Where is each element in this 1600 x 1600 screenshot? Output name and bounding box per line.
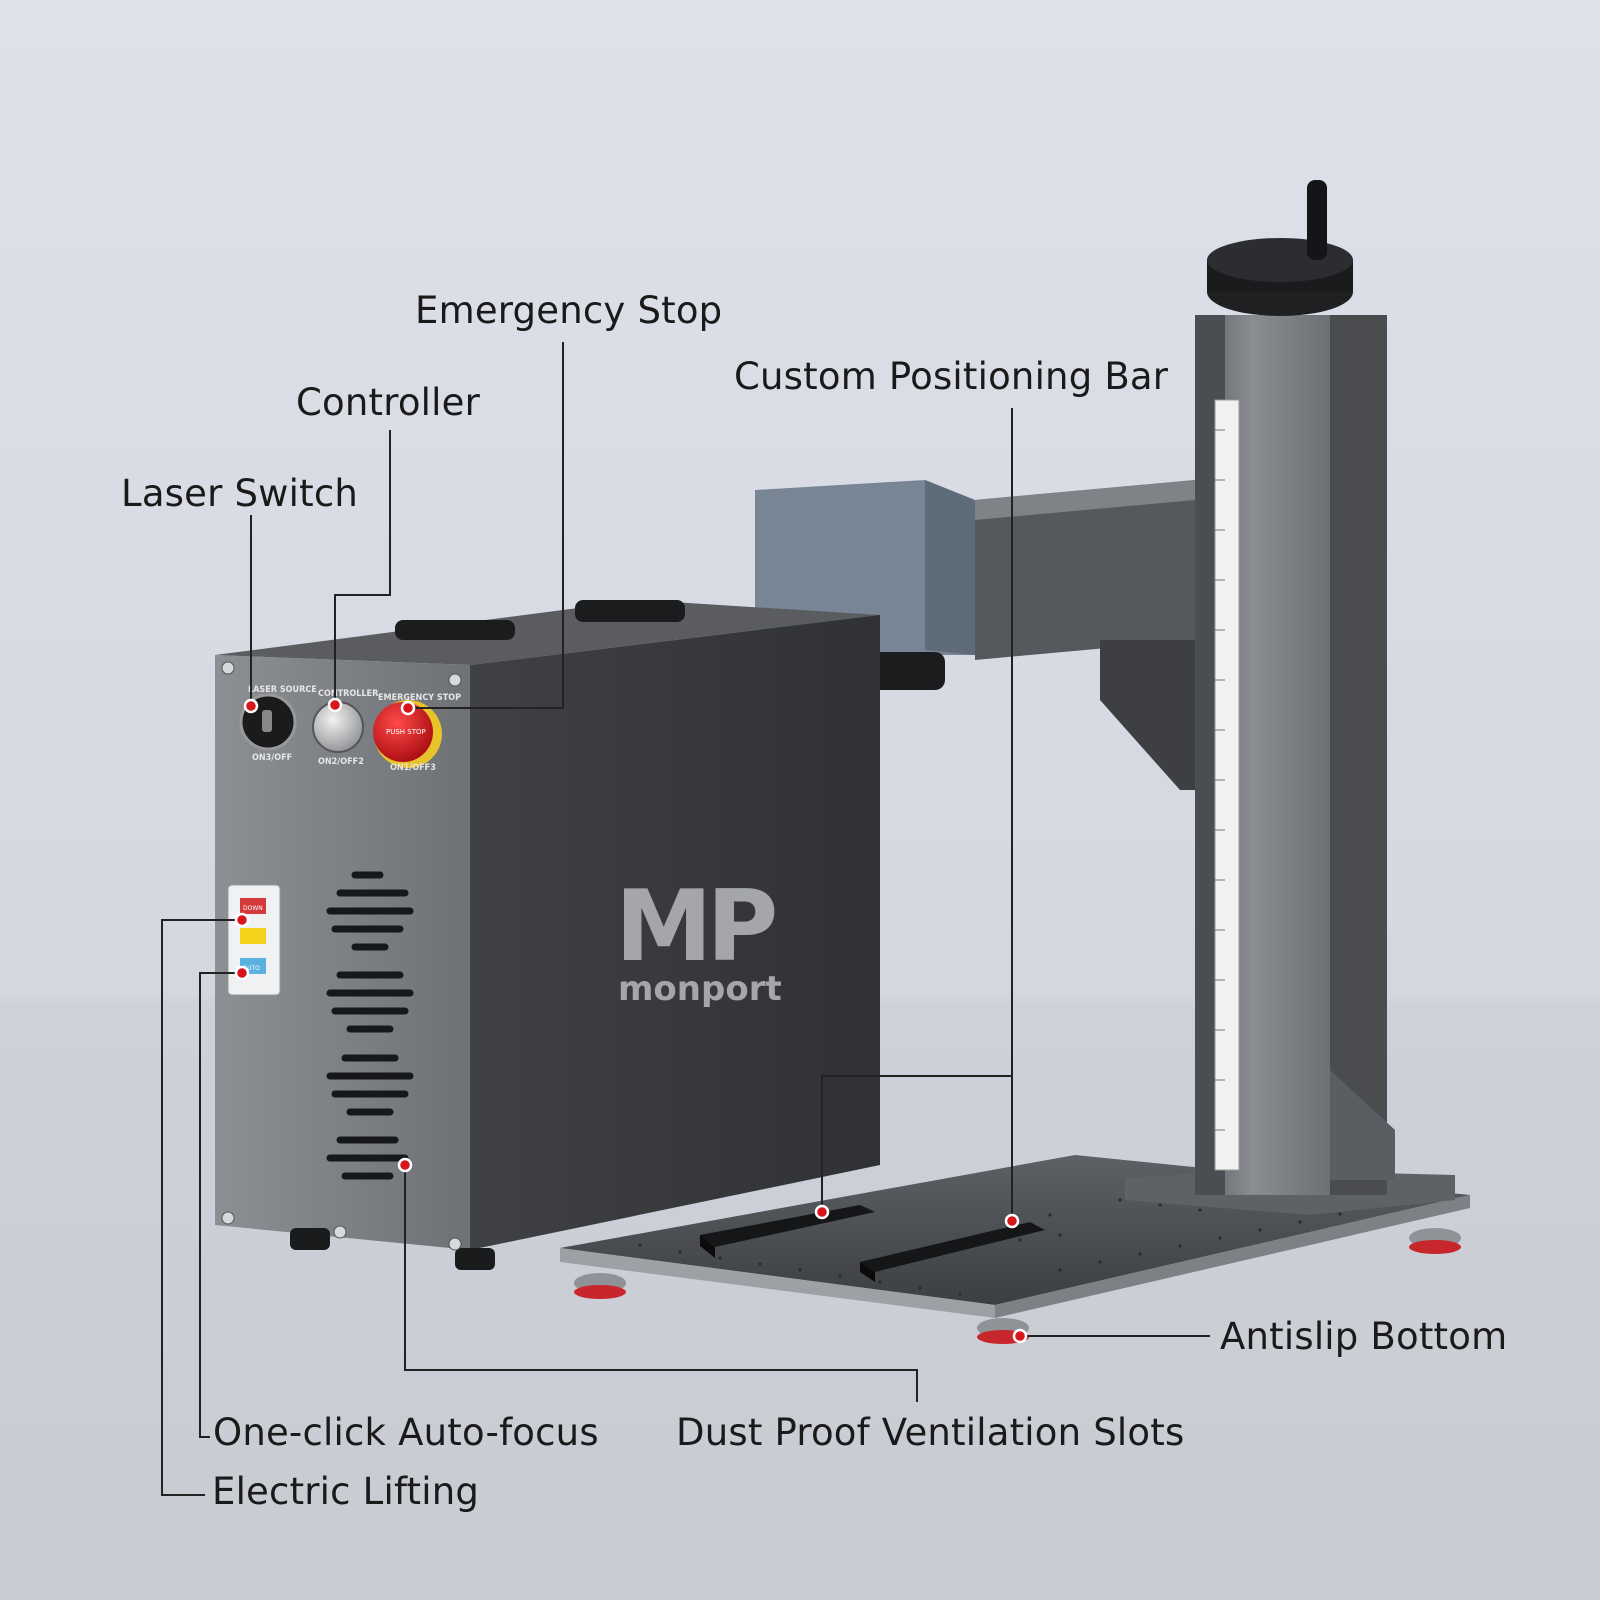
control-panel-front: LASER SOURCE ON3/OFF CONTROLLER ON2/OFF2… — [239, 685, 461, 773]
emergency-stop-panel-label: EMERGENCY STOP — [378, 693, 461, 703]
emergency-stop-button — [373, 702, 433, 762]
leader-lines — [161, 342, 1210, 1496]
electric-lifting-callout: Electric Lifting — [212, 1470, 480, 1513]
ventilation-slots — [326, 871, 414, 1180]
callout-dots — [234, 697, 1028, 1344]
laser-source-label: LASER SOURCE — [248, 685, 317, 695]
logo-name: monport — [618, 969, 782, 1009]
antislip-feet — [574, 1228, 1461, 1344]
scale-ruler — [1214, 399, 1240, 1171]
antislip-bottom-callout: Antislip Bottom — [1220, 1315, 1508, 1358]
emergency-stop-callout: Emergency Stop — [415, 289, 723, 332]
lifting-column — [1125, 180, 1455, 1215]
push-stop-label: PUSH STOP — [386, 728, 426, 736]
controller-panel-label: CONTROLLER — [318, 689, 379, 699]
logo-mark: MP — [615, 870, 775, 984]
controller-callout: Controller — [296, 381, 481, 424]
lift-auto-label: AUTO — [243, 965, 260, 972]
laser-source-state: ON3/OFF — [252, 753, 292, 763]
auto-focus-callout: One-click Auto-focus — [213, 1411, 599, 1454]
monport-logo: MP monport — [615, 870, 782, 1009]
controller-box: DOWN AUTO LASER SOURCE ON3/OFF CONTROLLE… — [215, 600, 880, 1270]
positioning-bar-callout: Custom Positioning Bar — [734, 355, 1169, 398]
lift-down-label: DOWN — [243, 905, 263, 912]
auto-focus-panel: DOWN AUTO — [227, 884, 281, 996]
dust-proof-callout: Dust Proof Ventilation Slots — [676, 1411, 1185, 1454]
emergency-state: ON1/OFF3 — [390, 763, 436, 773]
positioning-bars — [700, 1205, 1045, 1282]
laser-switch-callout: Laser Switch — [121, 472, 359, 515]
controller-state: ON2/OFF2 — [318, 757, 364, 767]
